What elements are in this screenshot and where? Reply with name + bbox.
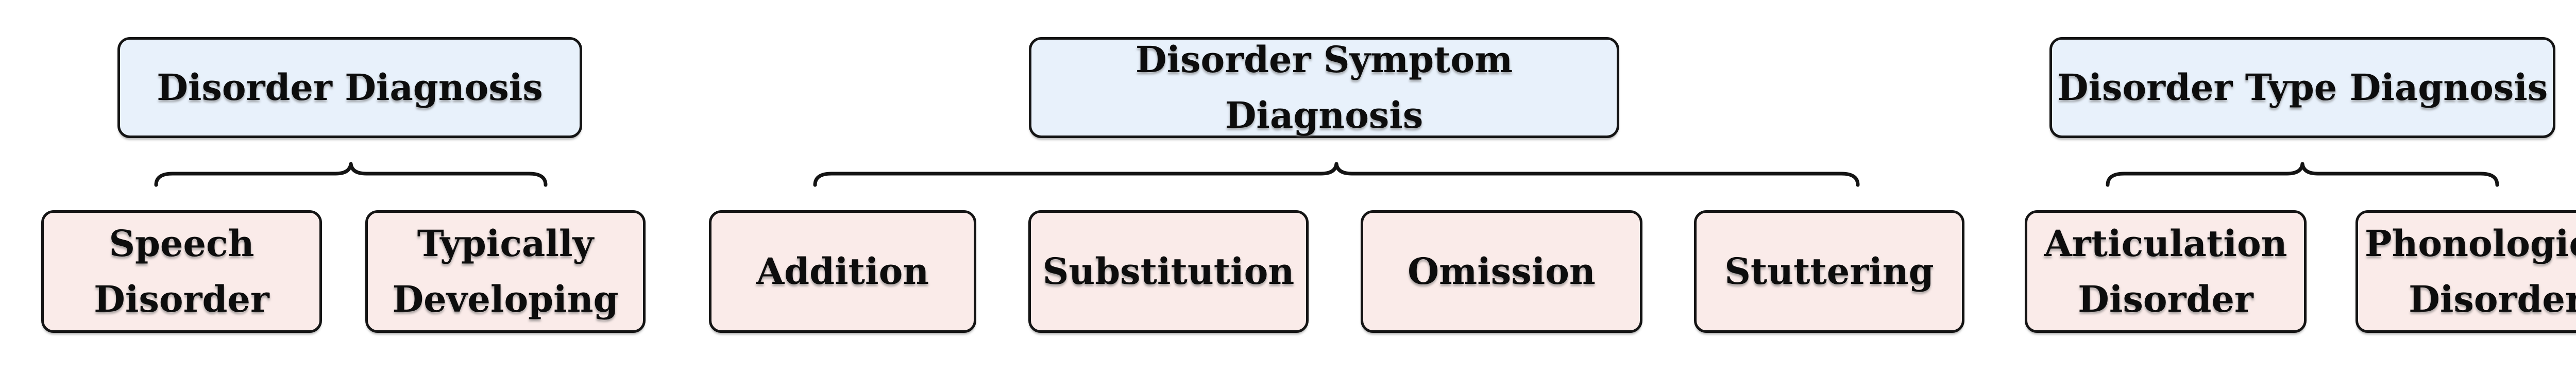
child-label-omission: Omission bbox=[1408, 249, 1596, 293]
child-label-typically-developing: Typically Developing bbox=[392, 222, 619, 321]
brace-path bbox=[2106, 162, 2499, 187]
parent-label-disorder-diagnosis: Disorder Diagnosis bbox=[157, 65, 543, 109]
child-box-omission: Omission bbox=[1361, 210, 1642, 333]
child-label-speech-disorder: Speech Disorder bbox=[94, 222, 269, 321]
parent-label-disorder-symptom-diagnosis: Disorder Symptom Diagnosis bbox=[1135, 38, 1513, 137]
child-box-speech-disorder: Speech Disorder bbox=[41, 210, 322, 333]
brace-path bbox=[813, 162, 1860, 187]
brace-connector-disorder-symptom-diagnosis bbox=[813, 162, 1860, 187]
brace-connector-disorder-diagnosis bbox=[154, 162, 548, 187]
child-box-phonological-disorder: Phonological Disorder bbox=[2355, 210, 2576, 333]
child-label-stuttering: Stuttering bbox=[1724, 249, 1934, 293]
parent-label-disorder-type-diagnosis: Disorder Type Diagnosis bbox=[2057, 65, 2548, 109]
brace-path bbox=[154, 162, 548, 187]
child-label-addition: Addition bbox=[756, 249, 929, 293]
child-label-phonological-disorder: Phonological Disorder bbox=[2364, 222, 2576, 321]
child-box-typically-developing: Typically Developing bbox=[365, 210, 646, 333]
brace-connector-disorder-type-diagnosis bbox=[2106, 162, 2499, 187]
parent-box-disorder-diagnosis: Disorder Diagnosis bbox=[117, 37, 582, 138]
child-label-articulation-disorder: Articulation Disorder bbox=[2044, 222, 2287, 321]
child-box-stuttering: Stuttering bbox=[1694, 210, 1964, 333]
parent-box-disorder-type-diagnosis: Disorder Type Diagnosis bbox=[2049, 37, 2555, 138]
child-box-addition: Addition bbox=[709, 210, 976, 333]
child-box-substitution: Substitution bbox=[1028, 210, 1309, 333]
child-box-articulation-disorder: Articulation Disorder bbox=[2025, 210, 2307, 333]
child-label-substitution: Substitution bbox=[1042, 249, 1295, 293]
parent-box-disorder-symptom-diagnosis: Disorder Symptom Diagnosis bbox=[1029, 37, 1619, 138]
